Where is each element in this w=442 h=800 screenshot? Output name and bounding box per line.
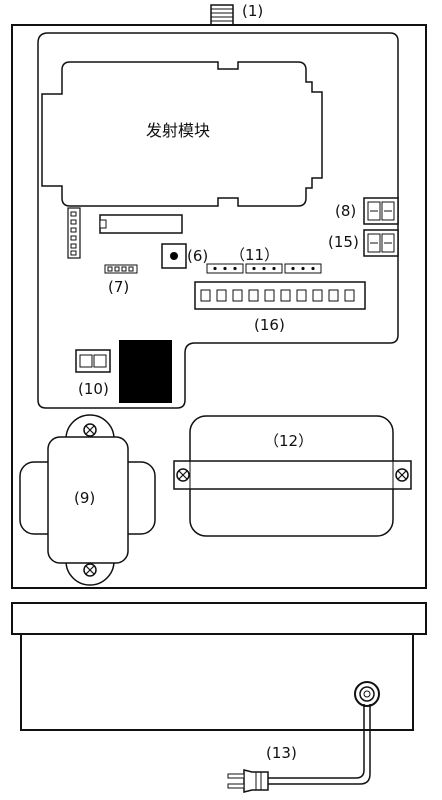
pin-header-vertical (67, 207, 81, 259)
label-1: (1) (242, 2, 263, 20)
screw-cross-icon (83, 423, 97, 437)
power-cord (268, 704, 371, 785)
label-6: (6) (187, 247, 208, 265)
label-10: (10) (78, 380, 109, 398)
jumper-headers-11 (206, 263, 322, 274)
jumper-header-7 (104, 264, 138, 274)
module-title: 发射模块 (146, 121, 210, 140)
cover-lid (11, 602, 427, 635)
transmitter-module (41, 61, 323, 207)
connector-8 (363, 197, 399, 225)
push-button-6 (161, 243, 187, 269)
black-component-block (119, 340, 172, 403)
label-13: (13) (266, 744, 297, 762)
transformer-9 (19, 414, 156, 586)
cover-body (20, 633, 414, 731)
power-plug-icon (227, 769, 269, 793)
connector-15 (363, 229, 399, 257)
label-16: (16) (254, 316, 285, 334)
ic-chip (99, 214, 183, 234)
antenna-connector (210, 4, 234, 26)
label-9: (9) (74, 489, 95, 507)
cable-gland (354, 681, 380, 707)
label-11: （11） (230, 246, 279, 264)
screw-cross-icon (395, 468, 409, 482)
cylinder-component-12 (173, 415, 412, 537)
screw-cross-icon (83, 563, 97, 577)
label-12: （12） (264, 432, 313, 450)
label-8: (8) (335, 202, 356, 220)
label-15: (15) (328, 233, 359, 251)
connector-10 (75, 349, 111, 373)
label-7: (7) (108, 278, 129, 296)
terminal-strip-16 (194, 281, 366, 310)
screw-cross-icon (176, 468, 190, 482)
